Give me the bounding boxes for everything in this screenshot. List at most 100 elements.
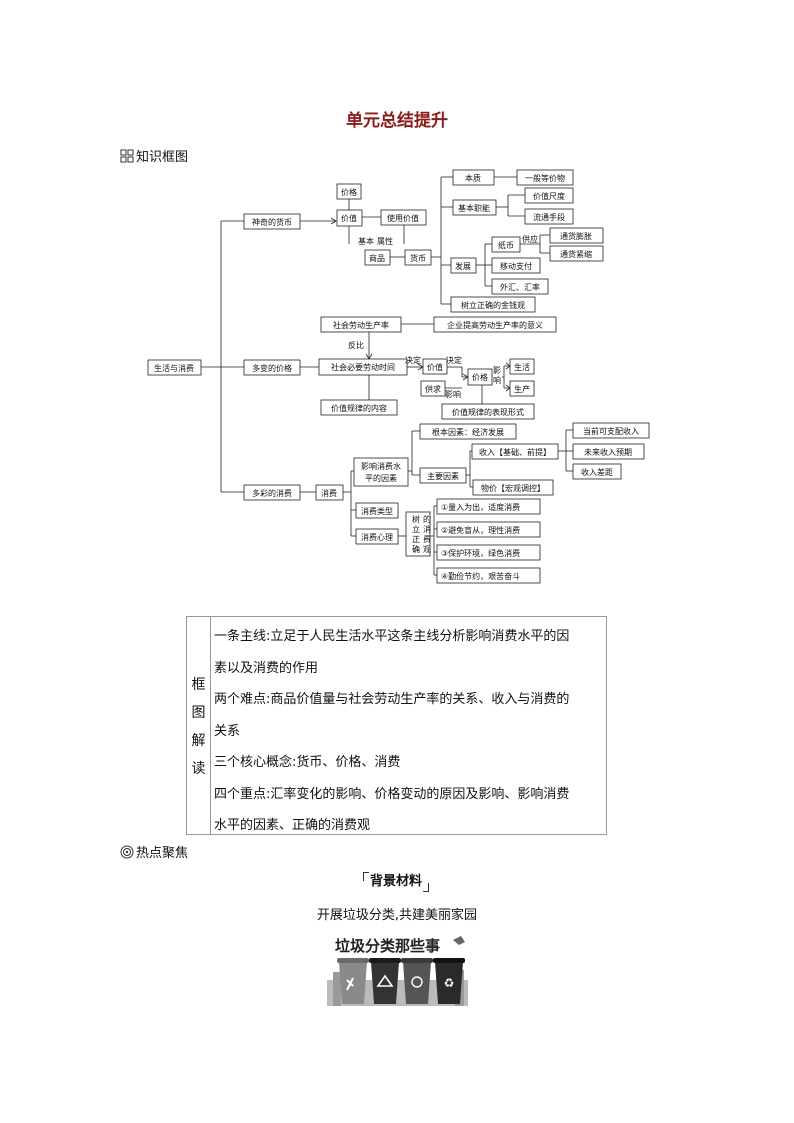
node-zhuyao-label: 主要因素	[427, 471, 459, 481]
interpretation-line: 两个难点:商品价值量与社会劳动生产率的关系、收入与消费的	[214, 692, 570, 707]
node-jibenzhineng	[452, 199, 497, 216]
node-money	[243, 213, 301, 230]
node-root	[147, 359, 202, 376]
node-shouru	[471, 443, 559, 460]
framework-interpretation-box: 框 图 解 读 一条主线:立足于人民生活水平这条主线分析影响消费水平的因 素以及…	[186, 616, 607, 835]
node-liutong	[524, 208, 574, 225]
node-jibenzhineng-label: 基本职能	[458, 203, 490, 213]
garbage-sorting-banner: 垃圾分类那些事 ♻	[325, 932, 470, 1010]
label-jueding2: 决定	[446, 355, 462, 365]
node-price	[243, 359, 301, 376]
target-icon	[120, 845, 134, 858]
node-xiaofei	[315, 484, 344, 501]
node-fazhan-label: 发展	[455, 261, 471, 271]
node-chaju-label: 收入差距	[581, 467, 613, 477]
bin-other	[401, 958, 433, 1004]
node-huobi	[404, 249, 432, 266]
interpretation-label-char: 图	[191, 704, 206, 721]
bin-recyclable: ♻	[433, 958, 465, 1004]
node-genben	[419, 423, 517, 440]
node-guideline-4-label: ④勤俭节约，艰苦奋斗	[441, 571, 520, 581]
node-leixing	[355, 502, 399, 519]
node-shouru-label: 收入【基础、前提】	[479, 447, 551, 457]
node-money-label: 神奇的货币	[252, 217, 292, 227]
node-yiban-label: 一般等价物	[525, 173, 565, 183]
node-jzgl-xingshi-label: 价值规律的表现形式	[452, 407, 524, 417]
node-guideline-4	[436, 567, 541, 584]
node-chidu-label: 价值尺度	[533, 191, 565, 201]
node-jzgl-xingshi	[441, 403, 535, 420]
label-fanbi: 反比	[348, 340, 364, 350]
node-jinqianguan-label: 树立正确的金钱观	[461, 300, 525, 310]
shuli-char: 费	[423, 534, 431, 544]
node-qiye	[433, 316, 557, 333]
interpretation-line: 三个核心概念:货币、价格、消费	[214, 755, 401, 770]
node-jiage2-label: 价格	[472, 372, 488, 382]
interpretation-line: 关系	[214, 723, 241, 739]
node-xiaofei-label: 消费	[321, 488, 337, 498]
node-shiyong	[380, 209, 427, 226]
grid-icon	[120, 149, 134, 162]
recycle-icon: ♻	[444, 976, 455, 990]
node-shengchan	[509, 380, 535, 397]
building	[333, 972, 341, 1006]
node-root-label: 生活与消费	[154, 363, 194, 373]
node-fazhan	[450, 257, 477, 274]
node-jinsuo	[549, 245, 604, 262]
shuli-char: 树	[412, 514, 420, 524]
node-shuli	[405, 511, 431, 557]
node-guideline-2-label: ②避免盲从，理性消费	[441, 525, 520, 535]
node-jzgl-neirong-label: 价值规律的内容	[331, 403, 387, 413]
node-yiban	[516, 169, 574, 186]
interpretation-line: 水平的因素、正确的消费观	[214, 818, 371, 833]
node-shangpin-label: 商品	[369, 253, 385, 263]
label-ying: 影	[493, 365, 501, 375]
node-wujia	[472, 479, 554, 496]
node-zhibi-label: 纸币	[498, 240, 514, 250]
interpretation-content: 一条主线:立足于人民生活水平这条主线分析影响消费水平的因 素以及消费的作用 两个…	[214, 621, 602, 842]
node-gongqiu-label: 供求	[425, 384, 441, 394]
node-jiage	[336, 183, 362, 200]
node-shenghuo	[509, 358, 535, 375]
label-jiben: 基本	[358, 236, 374, 246]
node-waihui-label: 外汇、汇率	[500, 282, 540, 292]
node-kezhipei-label: 当前可支配收入	[583, 426, 639, 436]
banner-title: 垃圾分类那些事	[335, 937, 440, 955]
node-pengzhang	[549, 227, 604, 244]
interpretation-line: 一条主线:立足于人民生活水平这条主线分析影响消费水平的因	[214, 629, 570, 644]
node-weilai	[572, 443, 645, 460]
background-material-label: 背景材料	[363, 872, 429, 892]
node-waihui	[491, 278, 549, 295]
node-guideline-1-label: ①量入为出，适度消费	[441, 502, 520, 512]
node-yxxfsp	[353, 457, 409, 487]
background-title: 开展垃圾分类,共建美丽家园	[316, 908, 478, 923]
interpretation-label: 框 图 解 读	[187, 617, 211, 834]
node-jiazhi	[336, 209, 363, 227]
bin-hazardous	[369, 958, 401, 1004]
node-jinsuo-label: 通货紧缩	[560, 249, 592, 259]
node-shbyldsj	[318, 358, 408, 376]
label-xiang: 响	[493, 375, 501, 385]
section-title-hotspot: 热点聚焦	[136, 846, 189, 861]
node-wujia-label: 物价【宏观调控】	[481, 483, 545, 493]
node-jiazhi2	[422, 358, 448, 375]
shuli-char: 的	[423, 514, 431, 524]
section-header-hotspot: 热点聚焦	[120, 842, 188, 861]
node-yidong-label: 移动支付	[500, 261, 532, 271]
node-yidong	[491, 257, 541, 274]
node-guideline-1	[436, 498, 541, 515]
node-huobi-label: 货币	[410, 253, 426, 263]
section-header-knowledge: 知识框图	[120, 146, 188, 165]
node-jzgl-neirong	[320, 399, 398, 416]
node-shbyldsj-label: 社会必要劳动时间	[331, 362, 395, 372]
node-zhuyao	[419, 467, 467, 484]
interpretation-label-char: 框	[191, 676, 206, 693]
label-yingxiang: 影响	[445, 389, 461, 399]
node-benzhi	[452, 169, 495, 186]
node-leixing-label: 消费类型	[361, 506, 393, 516]
interpretation-label-char: 读	[191, 760, 206, 777]
node-xinli-label: 消费心理	[361, 532, 393, 542]
node-consumption	[243, 484, 301, 501]
node-zhibi	[491, 236, 521, 253]
